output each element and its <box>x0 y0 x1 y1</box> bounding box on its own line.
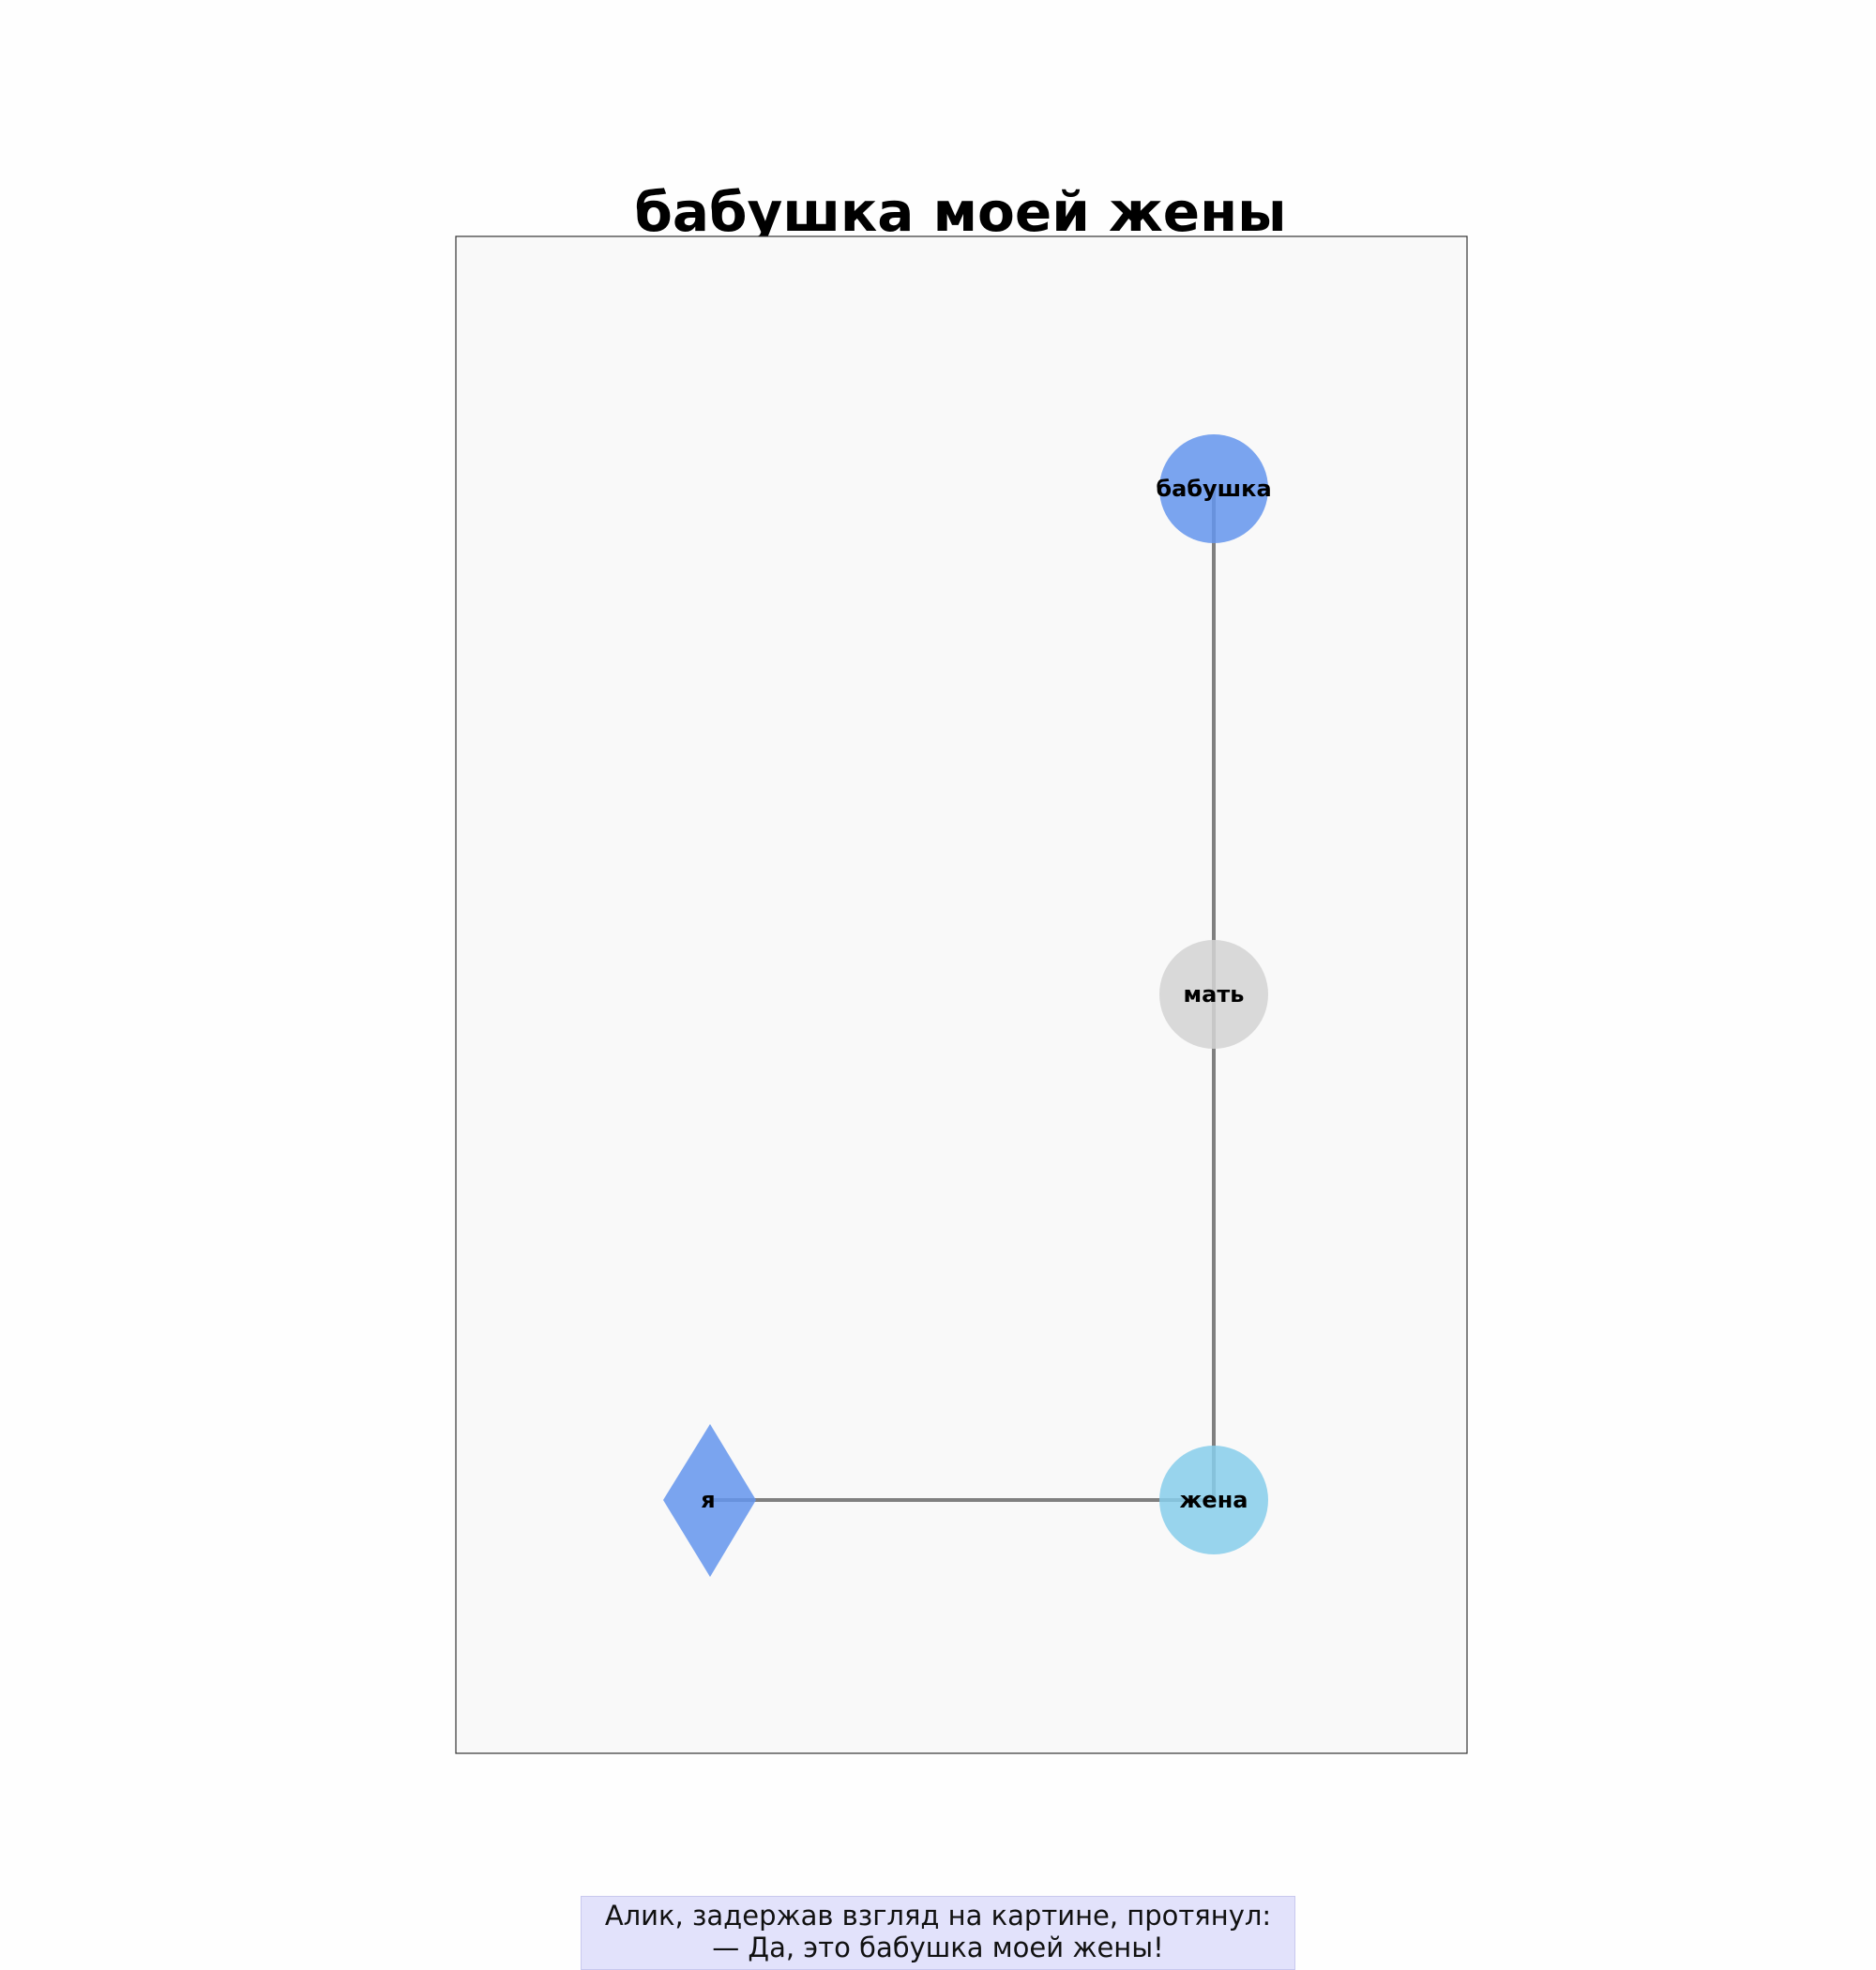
node-wife: жена <box>1159 1446 1268 1554</box>
node-me-diamond <box>663 1424 756 1577</box>
node-wife-label: жена <box>1180 1487 1248 1513</box>
diagram-title: бабушка моей жены <box>634 180 1287 244</box>
node-grandmother-label: бабушка <box>1156 476 1271 502</box>
node-me-label: я <box>701 1487 715 1513</box>
node-mother: мать <box>1159 940 1268 1049</box>
node-me: я <box>663 1424 756 1577</box>
node-wife-circle <box>1159 1446 1268 1554</box>
caption-box: Алик, задержав взгляд на картине, протян… <box>581 1896 1295 1970</box>
plot-frame <box>455 235 1468 1754</box>
node-mother-label: мать <box>1184 981 1245 1008</box>
node-grandmother-circle <box>1159 434 1268 543</box>
node-mother-circle <box>1159 940 1268 1049</box>
caption-line-1: Алик, задержав взгляд на картине, протян… <box>604 1900 1272 1932</box>
node-grandmother: бабушка <box>1156 434 1272 543</box>
caption-line-2: — Да, это бабушка моей жены! <box>712 1932 1164 1963</box>
